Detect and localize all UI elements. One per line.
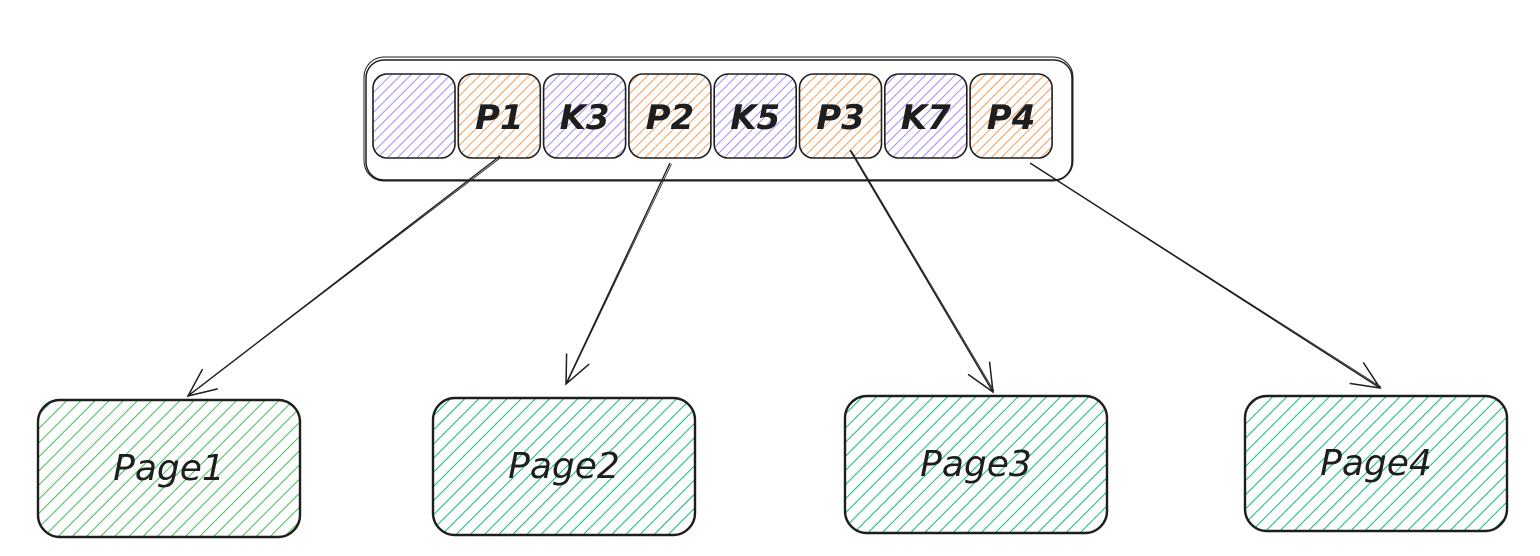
node-cell-box: [457, 73, 542, 159]
pointer-arrow: [849, 149, 995, 394]
node-cell-key: K3: [542, 73, 627, 159]
arrow-shaft-sketch: [188, 156, 502, 396]
page-label: Page2: [508, 446, 620, 487]
node-cell-box: [969, 73, 1053, 159]
page-box: Page1: [36, 398, 302, 539]
page-label: Page1: [113, 448, 225, 489]
arrow-head: [967, 361, 994, 394]
page-box-outline: [431, 396, 697, 537]
node-cell-key: K5: [713, 73, 798, 159]
page-label: Page4: [1320, 443, 1432, 484]
node-cell-pointer: P4: [969, 73, 1053, 159]
node-cell-box: [713, 73, 798, 159]
node-cells: P1 K3 P2 K5 P3 K7 P4: [372, 73, 1053, 159]
page-box-outline: [1243, 394, 1509, 533]
arrow-head: [1349, 362, 1382, 389]
page-box: Page3: [843, 394, 1109, 535]
node-cell-label: P4: [987, 98, 1036, 138]
arrow-shaft: [849, 149, 994, 393]
page-label: Page3: [920, 444, 1032, 485]
page-box-outline: [36, 398, 302, 539]
node-cell-key: K7: [883, 73, 968, 159]
arrow-shaft: [565, 162, 671, 385]
node-cell-label: P3: [816, 98, 865, 138]
node-cell-label: K5: [730, 98, 780, 138]
node-cell-pointer: P2: [628, 73, 712, 159]
pointer-arrow: [1029, 162, 1382, 389]
page-box-fill: [38, 400, 300, 537]
arrow-shaft-sketch: [566, 163, 672, 384]
arrow-head: [186, 368, 218, 398]
pointer-arrow: [186, 155, 502, 398]
node-cell-box: [883, 73, 968, 159]
arrow-head: [565, 353, 590, 386]
node-cell-label: K7: [901, 98, 951, 138]
page-box-fill: [1245, 396, 1507, 531]
page-box: Page2: [431, 396, 697, 537]
node-cell-box: [372, 73, 456, 159]
node-cell-label: P2: [646, 98, 695, 138]
pointer-arrows: [186, 149, 1382, 398]
node-cell-box: [798, 73, 883, 159]
node-cell-pointer: P3: [798, 73, 883, 159]
page-box-outline: [843, 394, 1109, 535]
pages: Page1 Page2 Page3 Page4: [36, 394, 1509, 539]
arrow-shaft-sketch: [851, 150, 995, 392]
node-cell-box: [628, 73, 712, 159]
node-cell-box: [542, 73, 627, 159]
page-box-fill: [845, 396, 1107, 533]
page-box: Page4: [1243, 394, 1509, 533]
node-cell-label: P1: [475, 98, 524, 138]
node-container: [365, 59, 1073, 181]
node-cell-key: [372, 73, 456, 159]
arrow-shaft-sketch: [1031, 163, 1382, 388]
node-cell-label: K3: [560, 98, 610, 138]
pointer-arrow: [565, 162, 672, 386]
node-container-outline: [363, 56, 1074, 182]
node-cell-pointer: P1: [457, 73, 542, 159]
page-box-fill: [433, 398, 695, 535]
